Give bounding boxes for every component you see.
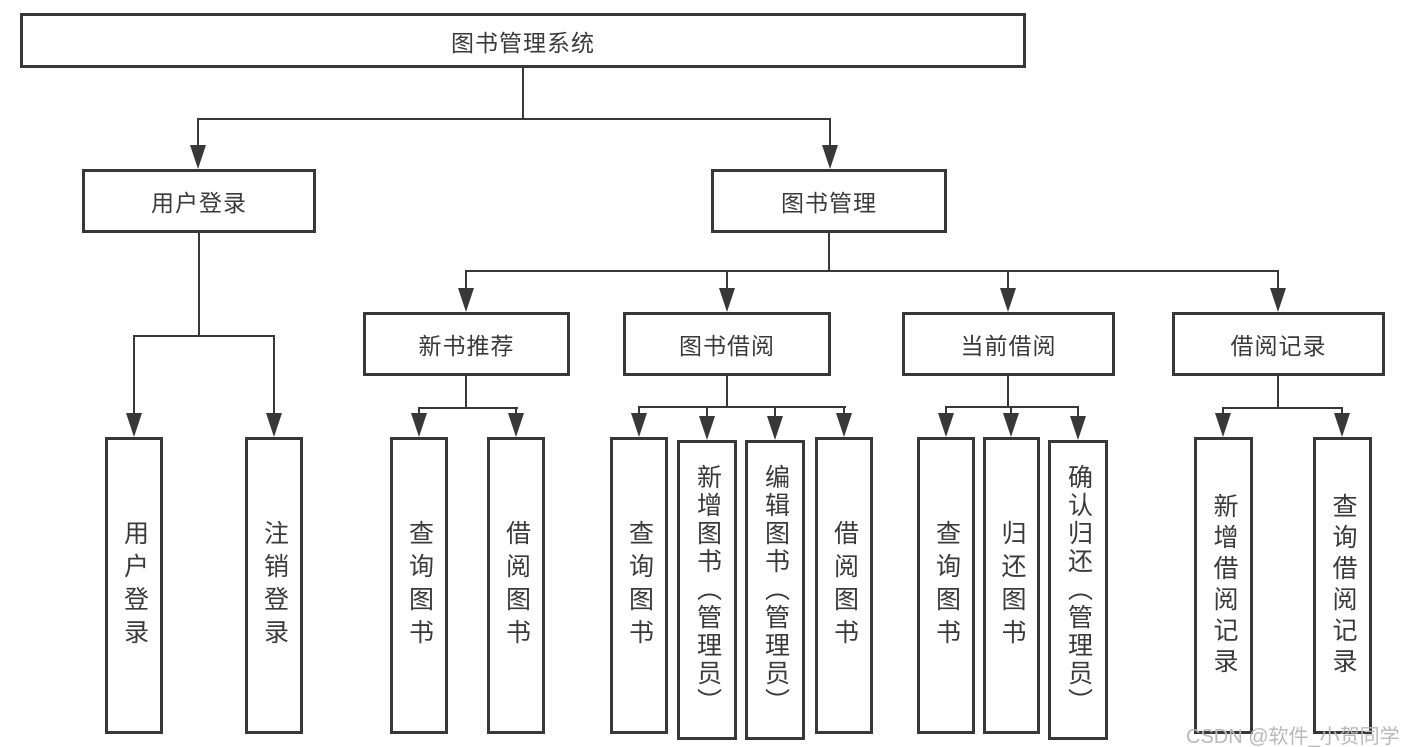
connector-drop — [1277, 270, 1279, 290]
arrowhead-down — [266, 413, 282, 437]
connector-drop — [418, 407, 420, 415]
connector-bus — [133, 335, 275, 337]
connector-stem — [465, 376, 467, 407]
connector-drop — [1077, 406, 1079, 418]
leaf-add-books-admin: 新增图书（管理员） — [677, 440, 737, 740]
arrowhead-down — [126, 413, 142, 437]
arrowhead-down — [1070, 416, 1086, 440]
arrowhead-down — [1215, 413, 1231, 437]
connector-drop — [706, 406, 708, 418]
arrowhead-down — [767, 416, 783, 440]
connector-drop — [197, 118, 199, 148]
arrowhead-down — [458, 288, 474, 312]
leaf-query-books: 查询图书 — [610, 437, 668, 734]
node-book-management-system: 图书管理系统 — [20, 13, 1026, 68]
connector-drop — [515, 407, 517, 415]
leaf-query-books: 查询图书 — [390, 437, 448, 734]
connector-stem — [828, 233, 830, 272]
leaf-add-borrow-record: 新增借阅记录 — [1194, 437, 1253, 734]
arrowhead-down — [1334, 413, 1350, 437]
connector-drop — [1010, 406, 1012, 415]
connector-drop — [945, 406, 947, 415]
connector-drop — [1341, 407, 1343, 415]
connector-stem — [198, 233, 200, 335]
arrowhead-down — [190, 145, 206, 169]
connector-drop — [273, 335, 275, 415]
leaf-confirm-return-admin: 确认归还（管理员） — [1048, 440, 1108, 740]
arrowhead-down — [631, 413, 647, 437]
connector-bus — [945, 406, 1079, 408]
connector-drop — [829, 118, 831, 148]
leaf-logout: 注销登录 — [245, 437, 303, 734]
leaf-return-books: 归还图书 — [983, 437, 1040, 734]
connector-drop — [774, 406, 776, 418]
connector-bus — [638, 406, 846, 408]
leaf-borrow-books: 借阅图书 — [487, 437, 545, 734]
node-new-book-recommend: 新书推荐 — [363, 312, 570, 376]
connector-bus — [197, 118, 831, 120]
arrowhead-down — [1270, 288, 1286, 312]
connector-drop — [726, 270, 728, 290]
node-book-borrowing: 图书借阅 — [623, 312, 831, 376]
connector-drop — [465, 270, 467, 290]
leaf-query-borrow-record: 查询借阅记录 — [1313, 437, 1372, 734]
connector-drop — [1222, 407, 1224, 415]
arrowhead-down — [1000, 288, 1016, 312]
connector-bus — [465, 270, 1279, 272]
connector-drop — [638, 406, 640, 415]
arrowhead-down — [822, 145, 838, 169]
arrowhead-down — [836, 413, 852, 437]
connector-bus — [1222, 407, 1343, 409]
connector-stem — [1277, 376, 1279, 407]
connector-stem — [726, 376, 728, 406]
arrowhead-down — [938, 413, 954, 437]
arrowhead-down — [411, 413, 427, 437]
csdn-watermark: CSDN @软件_小贺同学 — [1186, 726, 1400, 747]
leaf-query-books: 查询图书 — [917, 437, 975, 734]
node-book-management: 图书管理 — [711, 169, 947, 233]
arrowhead-down — [508, 413, 524, 437]
leaf-edit-books-admin: 编辑图书（管理员） — [745, 440, 805, 740]
connector-drop — [133, 335, 135, 415]
leaf-user-login: 用户登录 — [105, 437, 163, 734]
node-user-login: 用户登录 — [82, 169, 316, 233]
connector-drop — [843, 406, 845, 415]
connector-drop — [1007, 270, 1009, 290]
arrowhead-down — [719, 288, 735, 312]
node-borrowing-records: 借阅记录 — [1172, 312, 1385, 376]
node-current-borrowing: 当前借阅 — [902, 312, 1115, 376]
leaf-borrow-books: 借阅图书 — [815, 437, 873, 734]
connector-stem — [1007, 376, 1009, 406]
arrowhead-down — [1003, 413, 1019, 437]
connector-stem — [522, 68, 524, 120]
arrowhead-down — [699, 416, 715, 440]
connector-bus — [418, 407, 518, 409]
